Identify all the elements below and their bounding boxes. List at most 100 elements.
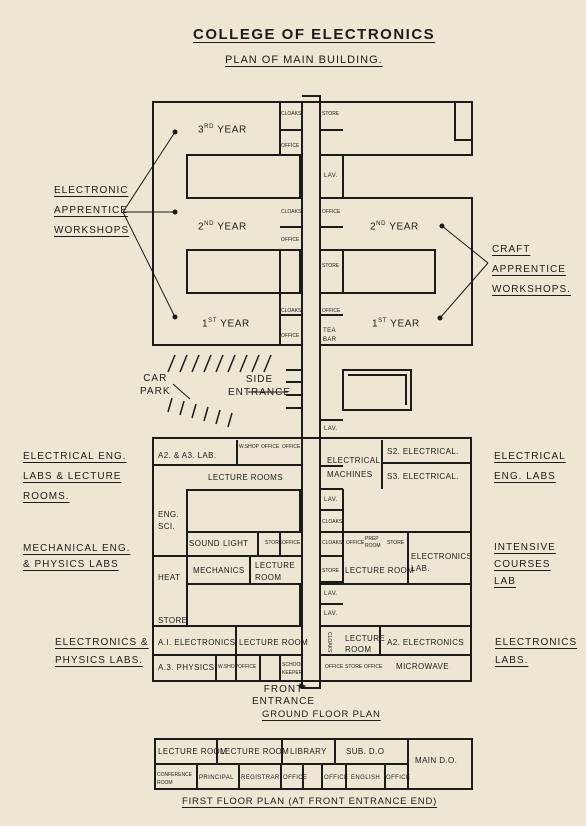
ground-left-partitions <box>153 440 302 681</box>
a2-a3-lab: A2. & A3. LAB. <box>158 451 217 460</box>
lecture-room-a1: LECTURE ROOM <box>239 638 309 647</box>
lecture-rooms: LECTURE ROOMS <box>208 473 283 482</box>
store-room-1: STORE <box>322 111 340 117</box>
a1-electronics: A.I. ELECTRONICS <box>158 638 236 647</box>
first-year-left-label: 1ST YEAR <box>202 318 250 330</box>
second-year-left-label: 2ND YEAR <box>198 221 247 233</box>
first-floor-partitions <box>155 739 409 789</box>
ff-office-3: OFFICE <box>386 775 411 781</box>
office-room-10: OFFICE <box>238 664 257 670</box>
store-room-4: STORE <box>322 568 340 574</box>
ground-floor-outline <box>152 437 472 682</box>
cloaks-room-1: CLOAKS <box>281 111 302 117</box>
ff-registrar: REGISTRAR <box>241 775 280 781</box>
office-room-1: OFFICE <box>281 143 300 149</box>
cloaks-room-6: CLOAKS <box>326 632 332 653</box>
mechanics-lab: MECHANICS <box>193 566 245 575</box>
right-notch <box>454 102 472 141</box>
lav-room-4: LAV. <box>324 591 338 597</box>
ff-lecture-room-b: LECTURE ROOM <box>220 747 290 756</box>
ff-principal: PRINCIPAL <box>199 775 234 781</box>
cloaks-room-4: CLOAKS <box>322 519 343 525</box>
office-room-6: OFFICE <box>346 540 365 546</box>
microwave-lab: MICROWAVE <box>396 662 449 671</box>
mechanical-physics-label: MECHANICAL ENG.& PHYSICS LABS <box>23 543 131 570</box>
lav-room-3: LAV. <box>324 497 338 503</box>
ff-english: ENGLISH <box>351 775 381 781</box>
office-room-9: OFFICE <box>282 444 301 450</box>
store-room-5: STORE <box>265 540 283 546</box>
cloaks-room-2: CLOAKS <box>281 209 302 215</box>
car-park-hatching <box>167 354 272 428</box>
side-entrance-steps <box>286 369 302 409</box>
heat-lab: HEAT <box>158 573 181 582</box>
left-courtyard-bottom <box>186 249 301 294</box>
store-room-2: STORE <box>322 263 340 269</box>
first-floor-caption: FIRST FLOOR PLAN (AT FRONT ENTRANCE END) <box>182 796 438 807</box>
right-workshop-wall <box>320 101 473 346</box>
ff-lecture-room-a: LECTURE ROOM <box>158 747 228 756</box>
office-room-3: OFFICE <box>281 237 300 243</box>
inner-court-1 <box>186 489 301 533</box>
store-ground: STORE <box>158 616 188 625</box>
w-shop-room-2: W.SHOP <box>218 664 239 670</box>
inner-court-2 <box>186 583 301 627</box>
cloaks-room-3: CLOAKS <box>281 308 302 314</box>
ff-sub-do: SUB. D.O <box>346 747 385 756</box>
electronics-physics-label: ELECTRONICS &PHYSICS LABS. <box>55 637 149 666</box>
lav-room-1: LAV. <box>324 173 338 179</box>
leader-lines <box>122 129 489 689</box>
east-annex-inner <box>348 374 407 405</box>
office-room-4: OFFICE <box>322 308 341 314</box>
lav-room-5: LAV. <box>324 611 338 617</box>
second-year-right-label: 2ND YEAR <box>370 221 419 233</box>
link-corridor <box>301 345 321 438</box>
office-room-11: OFFICE <box>325 664 344 670</box>
third-year-label: 3RD YEAR <box>198 124 247 136</box>
s3-electrical: S3. ELECTRICAL. <box>387 472 459 481</box>
a2-electronics: A2. ELECTRONICS <box>387 638 465 647</box>
sound-lab: SOUND <box>189 539 220 548</box>
lav-room-2: LAV. <box>324 426 338 432</box>
office-room-5: OFFICE <box>281 333 300 339</box>
first-year-right-label: 1ST YEAR <box>372 318 420 330</box>
eng-sci: ENG.SCI. <box>158 510 180 531</box>
office-room-7: OFFICE <box>282 540 301 546</box>
left-courtyard-top <box>186 154 301 199</box>
ground-floor-caption: GROUND FLOOR PLAN <box>262 709 381 720</box>
page-title: COLLEGE OF ELECTRONICS <box>193 26 436 43</box>
office-room-2: OFFICE <box>322 209 341 215</box>
ff-library: LIBRARY <box>290 747 327 756</box>
right-courtyard <box>342 249 436 294</box>
corridor-room-dividers <box>279 102 343 627</box>
corridor-top <box>302 95 321 103</box>
store-room-6: STORE <box>345 664 363 670</box>
ff-main-do: MAIN D.O. <box>415 756 458 765</box>
page-subtitle: PLAN OF MAIN BUILDING. <box>225 54 383 66</box>
s2-electrical: S2. ELECTRICAL. <box>387 447 459 456</box>
store-room-3: STORE <box>387 540 405 546</box>
ff-office-2: OFFICE <box>324 775 349 781</box>
lecture-room-intensive: LECTURE ROOM <box>345 566 415 575</box>
ff-office-1: OFFICE <box>283 775 308 781</box>
office-room-8: OFFICE <box>261 444 280 450</box>
cloaks-room-5: CLOAKS <box>322 540 343 546</box>
light-lab: LIGHT <box>223 539 249 548</box>
office-room-12: OFFICE <box>364 664 383 670</box>
